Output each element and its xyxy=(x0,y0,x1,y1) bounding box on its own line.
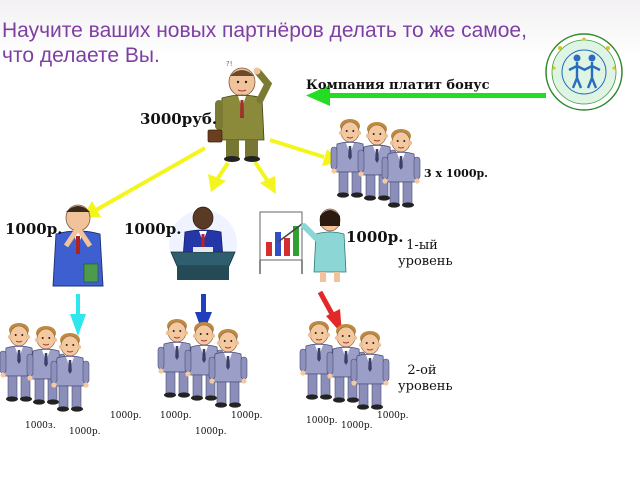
level2-group-3 xyxy=(300,321,389,410)
group1-amount-2: 1000р. xyxy=(69,427,101,437)
level1-label: 1-ый уровень xyxy=(398,238,453,269)
side-group-amount: 3 x 1000р. xyxy=(424,167,489,180)
side-group-figures xyxy=(331,119,420,208)
group1-amount-3: 1000р. xyxy=(110,411,142,421)
sponsor-figure: ?! xyxy=(207,60,273,162)
slide-title: Научите ваших новых партнёров делать то … xyxy=(2,19,527,67)
level1-amount-1: 1000р. xyxy=(5,220,63,238)
partner-1-figure xyxy=(52,204,104,287)
svg-text:?!: ?! xyxy=(226,60,233,68)
top-amount: 3000руб. xyxy=(140,110,218,128)
title-band xyxy=(0,0,640,58)
level1-amount-3: 1000р. xyxy=(346,228,404,246)
level2-group-2 xyxy=(158,319,247,408)
group2-amount-3: 1000р. xyxy=(231,411,263,421)
group3-amount-2: 1000р. xyxy=(341,421,373,431)
partner-2-figure xyxy=(169,206,237,280)
level1-amount-2: 1000р. xyxy=(124,220,182,238)
yellow-arrows xyxy=(82,138,340,218)
group3-amount-1: 1000р. xyxy=(306,416,338,426)
group3-amount-3: 1000р. xyxy=(377,411,409,421)
group1-amount-1: 1000з. xyxy=(25,421,56,431)
group2-amount-1: 1000р. xyxy=(160,411,192,421)
level2-label: 2-ой уровень xyxy=(398,363,453,394)
group2-amount-2: 1000р. xyxy=(195,427,227,437)
bonus-arrow xyxy=(306,85,546,106)
company-logo xyxy=(545,33,623,111)
bonus-label: Компания платит бонус xyxy=(306,78,490,93)
partner-3-figure xyxy=(259,208,347,282)
level2-group-1 xyxy=(0,323,89,412)
